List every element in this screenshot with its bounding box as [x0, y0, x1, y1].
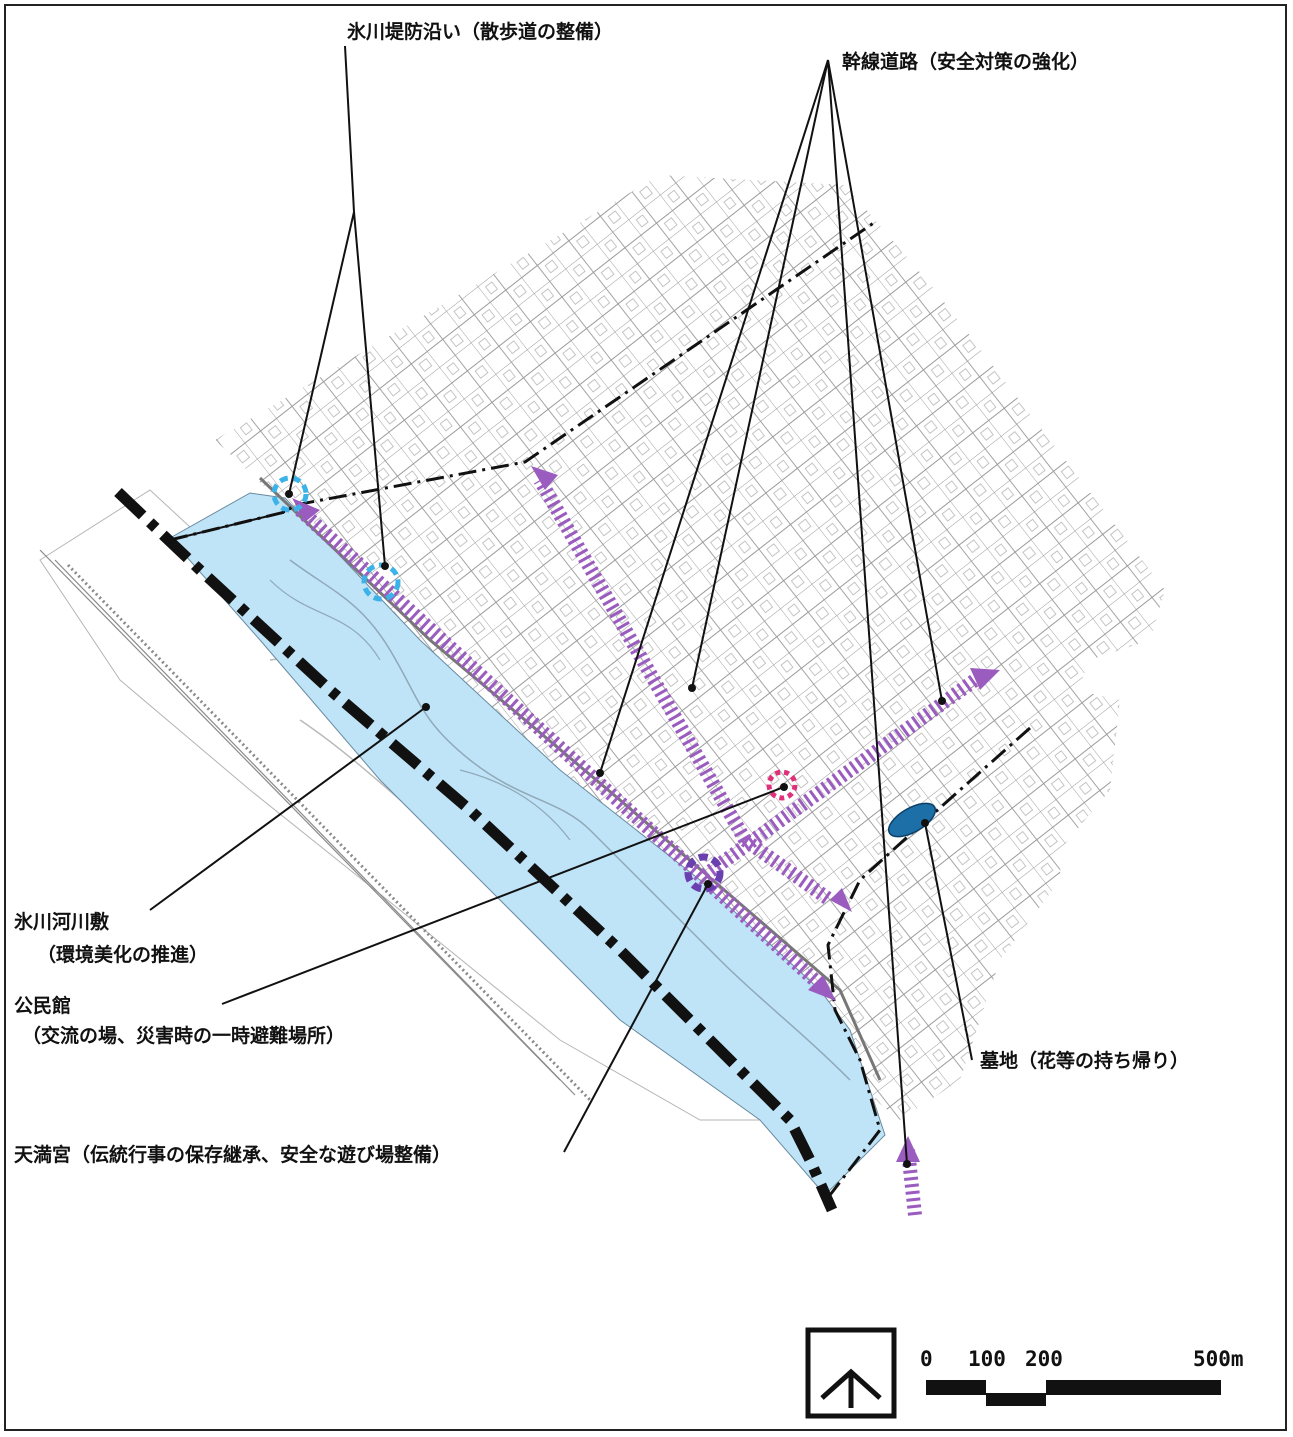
label-riverbed: 氷川河川敷	[14, 911, 110, 933]
scale-label-500m: 500m	[1193, 1347, 1244, 1371]
label-shrine: 天満宮（伝統行事の保存継承、安全な遊び場整備）	[14, 1144, 452, 1166]
label-community-hall-note: （交流の場、災害時の一時避難場所）	[22, 1025, 346, 1047]
label-embankment: 氷川堤防沿い（散歩道の整備）	[347, 21, 614, 43]
east-boundary	[826, 726, 1031, 1196]
scale-label-0: 0	[920, 1347, 933, 1371]
river-channel	[289, 559, 851, 1081]
label-riverbed-note: （環境美化の推進）	[37, 944, 209, 966]
scale-bar	[926, 1380, 1221, 1406]
railway	[39, 549, 592, 1102]
scale-label-200: 200	[1025, 1347, 1063, 1371]
label-community-hall: 公民館	[14, 995, 72, 1017]
district-boundary	[114, 488, 838, 1213]
north-arrow	[805, 1327, 897, 1419]
hall-marker	[766, 769, 798, 801]
leader-dots	[166, 490, 946, 1168]
route-south	[740, 834, 835, 906]
residential-area	[990, 690, 1120, 850]
river-channel-2	[269, 579, 571, 841]
embankment-marker-2	[361, 562, 401, 602]
walking-routes	[295, 476, 980, 1216]
map-frame	[4, 4, 1287, 1431]
label-cemetery: 墓地（花等の持ち帰り）	[980, 1050, 1190, 1072]
route-north	[533, 476, 752, 844]
scale-label-100: 100	[968, 1347, 1006, 1371]
label-trunk-road: 幹線道路（安全対策の強化）	[842, 51, 1090, 73]
urban-area	[215, 175, 1165, 1120]
route-arrowheads	[292, 466, 1000, 1162]
route-embankment	[295, 504, 825, 991]
shrine-marker	[684, 853, 724, 893]
cemetery-area	[887, 802, 937, 838]
leader-lines	[149, 45, 973, 1165]
embankment-marker-1	[271, 475, 309, 513]
